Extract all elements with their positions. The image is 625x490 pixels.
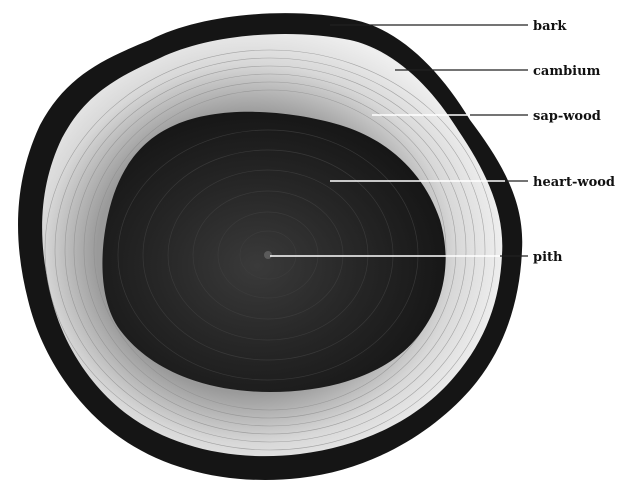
pith-point <box>264 251 272 259</box>
label-sapwood: sap-wood <box>533 109 601 124</box>
leader-lines <box>270 24 528 257</box>
label-pith: pith <box>533 250 563 265</box>
label-heartwood: heart-wood <box>533 175 615 190</box>
label-cambium: cambium <box>533 64 601 79</box>
growth-rings <box>44 49 496 451</box>
heartwood-rings <box>117 129 419 381</box>
heartwood-region <box>102 111 446 392</box>
label-bark: bark <box>533 19 567 34</box>
